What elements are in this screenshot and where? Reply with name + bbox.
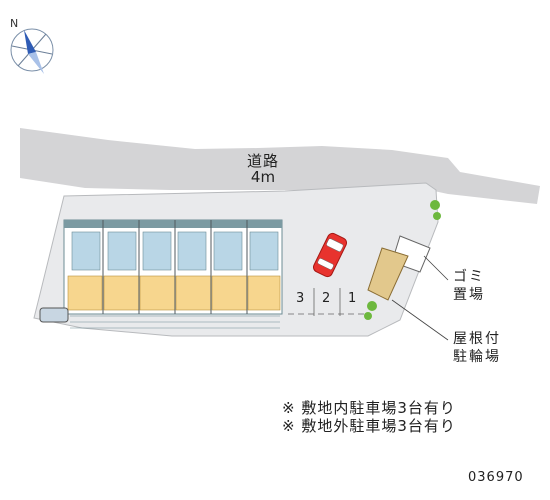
road-width-label: 4m: [250, 168, 276, 186]
entrance-marker: [39, 307, 69, 323]
property-code: 036970: [468, 470, 524, 485]
bicycle-parking: [367, 247, 409, 301]
garbage-label-line1: ゴミ: [453, 269, 485, 285]
svg-text:N: N: [10, 17, 18, 30]
parking-slot-number: 3: [296, 291, 305, 306]
garbage-label-line2: 置場: [453, 287, 485, 303]
parking-note-offsite: ※ 敷地外駐車場3台有り: [282, 417, 456, 435]
parking-area: [288, 288, 368, 316]
callout-leaders: [391, 255, 449, 341]
apartment-building: [63, 219, 283, 329]
parking-slot-number: 2: [322, 291, 331, 306]
car-icon: [312, 232, 348, 278]
parking-slot-number: 1: [348, 291, 357, 306]
trees: [364, 200, 441, 320]
parking-note-onsite: ※ 敷地内駐車場3台有り: [282, 399, 456, 417]
north-compass-icon: N: [10, 17, 54, 74]
bicycle-label-line2: 駐輪場: [453, 349, 501, 365]
bicycle-label-line1: 屋根付: [453, 331, 501, 347]
road-name-label: 道路: [246, 152, 279, 170]
